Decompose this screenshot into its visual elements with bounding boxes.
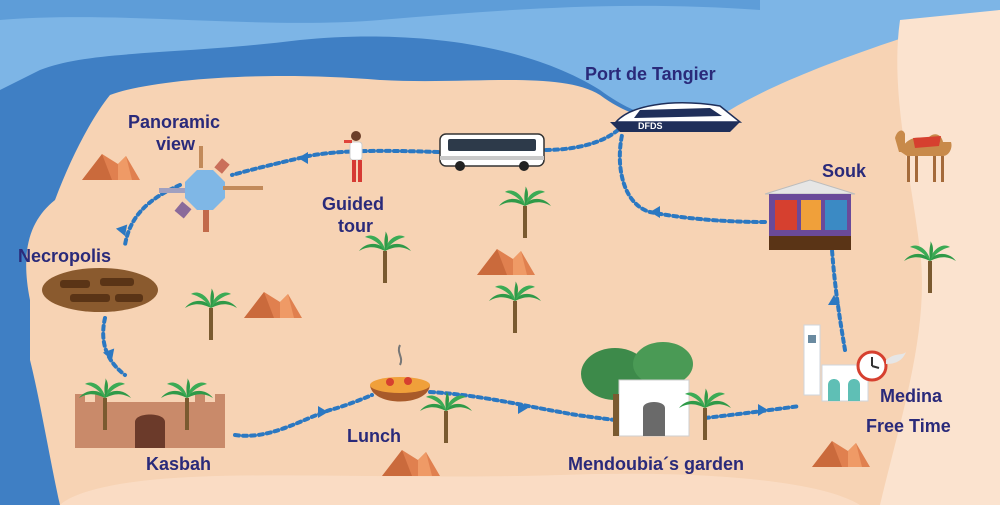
land: [26, 10, 1000, 505]
label-panoramic-view-line1: Panoramic: [128, 112, 220, 132]
ferry-ship-icon: DFDS: [610, 102, 743, 132]
label-port-de-tangier: Port de Tangier: [585, 64, 716, 84]
label-free-time: Free Time: [866, 416, 951, 436]
arrow-icon: [650, 206, 660, 218]
tour-guide-icon: [344, 131, 363, 182]
arrow-icon: [758, 404, 768, 416]
label-necropolis: Necropolis: [18, 246, 111, 266]
label-lunch: Lunch: [347, 426, 401, 446]
arrow-icon: [102, 348, 115, 360]
label-medina: Medina: [880, 386, 943, 406]
kasbah-icon: [75, 378, 225, 448]
necropolis-icon: [42, 268, 158, 312]
sea-wave: [0, 0, 760, 23]
arrow-icon: [115, 224, 128, 236]
bus-icon: [439, 133, 545, 171]
route-garden-to-medina: [703, 404, 802, 420]
land-lower-highlight: [60, 473, 860, 505]
arrow-icon: [318, 406, 328, 418]
lunch-bowl-icon: [370, 344, 430, 402]
label-panoramic-view-line2: view: [156, 134, 196, 154]
clock-icon: [856, 350, 906, 382]
arrow-icon: [298, 152, 308, 164]
camel-icon: [895, 130, 952, 182]
medina-icon: [803, 324, 869, 402]
route-necropolis-to-kasbah: [101, 316, 127, 377]
souk-icon: [764, 179, 856, 250]
panoramic-view-icon: [159, 146, 263, 232]
label-guided-tour-line2: tour: [338, 216, 373, 236]
label-guided-tour-line1: Guided: [322, 194, 384, 214]
route-arrows: [102, 152, 840, 418]
route-lunch-to-garden: [428, 390, 617, 422]
route-port-to-bus: [543, 128, 620, 152]
garden-icon: [581, 342, 693, 437]
ferry-brand-text: DFDS: [638, 121, 663, 131]
sea-shallow: [0, 0, 1000, 123]
label-kasbah: Kasbah: [146, 454, 211, 474]
arrow-icon: [828, 295, 840, 305]
label-souk: Souk: [822, 161, 867, 181]
label-mendoubia-garden: Mendoubia´s garden: [568, 454, 744, 474]
arrow-icon: [518, 402, 528, 414]
land-highlight: [880, 10, 1000, 505]
